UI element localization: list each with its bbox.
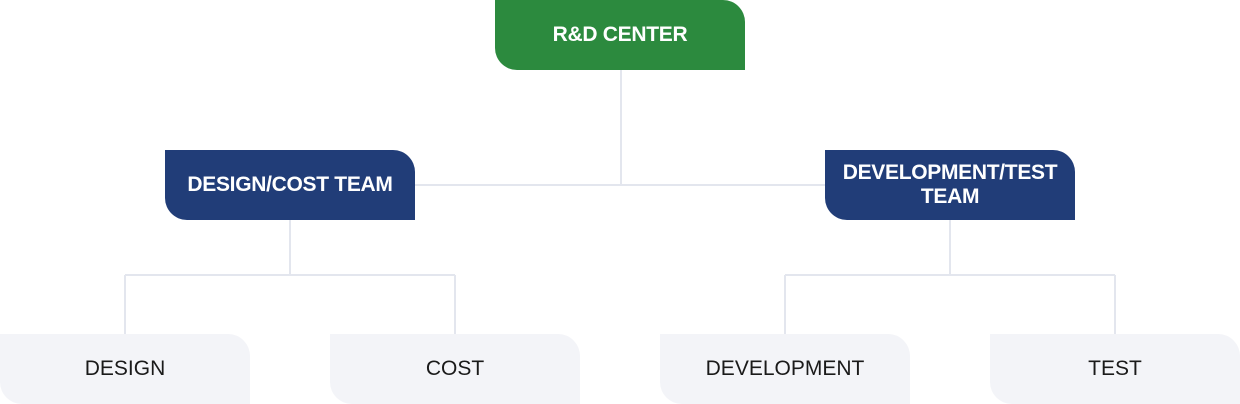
leaf-node-design: DESIGN: [0, 334, 250, 404]
team-node-design-cost: DESIGN/COST TEAM: [165, 150, 415, 220]
leaf-node-label: TEST: [1088, 357, 1142, 380]
leaf-node-label: DEVELOPMENT: [705, 357, 865, 380]
leaf-node-label: DESIGN: [84, 357, 166, 380]
team-node-development-test: DEVELOPMENT/TEST TEAM: [825, 150, 1075, 220]
leaf-node-cost: COST: [330, 334, 580, 404]
team-node-label: DESIGN/COST TEAM: [187, 173, 393, 196]
leaf-node-test: TEST: [990, 334, 1240, 404]
leaf-node-development: DEVELOPMENT: [660, 334, 910, 404]
root-node-rd-center: R&D CENTER: [495, 0, 745, 70]
team-node-label: DEVELOPMENT/TEST TEAM: [842, 161, 1058, 208]
leaf-node-label: COST: [425, 357, 485, 380]
root-node-label: R&D CENTER: [552, 23, 688, 46]
